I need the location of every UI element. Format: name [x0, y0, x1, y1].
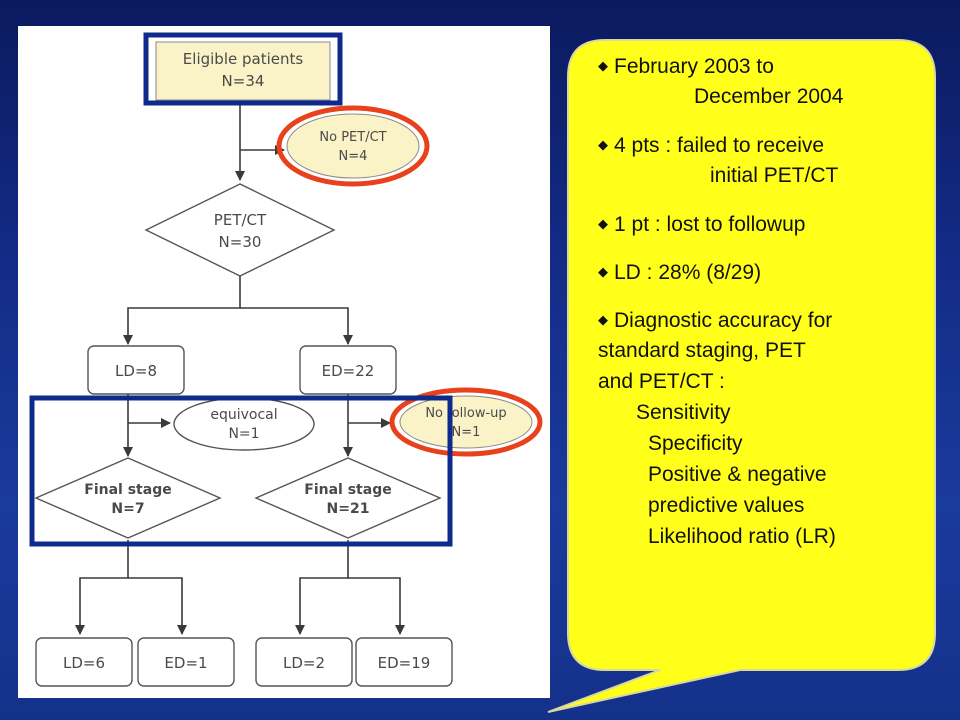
eligible-patients-label: Eligible patients: [183, 50, 304, 68]
petct-label: PET/CT: [214, 211, 267, 229]
outcome-ld-ld-node: [35, 637, 133, 687]
no-followup-red-highlight: [389, 387, 543, 457]
measure-lr: Likelihood ratio (LR): [648, 525, 836, 548]
callout-item-failed: ◆4 pts : failed to receive: [598, 134, 825, 157]
petct-decision: [144, 183, 336, 277]
final-stage-ld-label: Final stage: [84, 482, 171, 498]
bullet-icon: ◆: [598, 216, 608, 231]
outcome-ed-ld-node: [255, 637, 353, 687]
bullet-icon: ◆: [598, 58, 608, 73]
final-stage-ed-decision: [254, 457, 442, 539]
measure-predictive: predictive values: [648, 494, 805, 517]
outcome-ld-ed-node: [137, 637, 235, 687]
no-petct-count: N=4: [339, 149, 368, 164]
eligible-blue-highlight: [143, 32, 343, 106]
callout-item-dates: ◆February 2003 to: [598, 55, 774, 78]
no-followup-label: No follow-up: [425, 406, 506, 421]
eligible-patients-node: [155, 41, 331, 101]
callout-item-accuracy: ◆Diagnostic accuracy for: [598, 309, 833, 332]
final-stage-blue-highlight: [29, 395, 453, 547]
no-petct-label: No PET/CT: [319, 130, 386, 145]
ld-initial-label: LD=8: [115, 362, 157, 380]
measure-specificity: Specificity: [648, 432, 743, 455]
equivocal-node: [173, 397, 315, 451]
measure-sensitivity: Sensitivity: [636, 401, 731, 424]
equivocal-label: equivocal: [210, 407, 277, 423]
equivocal-count: N=1: [228, 426, 259, 442]
no-petct-node: [286, 113, 420, 179]
bullet-icon: ◆: [598, 137, 608, 152]
bullet-icon: ◆: [598, 312, 608, 327]
ed-initial-node: [299, 345, 397, 395]
no-followup-count: N=1: [452, 425, 481, 440]
final-stage-ed-label: Final stage: [304, 482, 391, 498]
final-stage-ld-decision: [34, 457, 222, 539]
eligible-patients-count: N=34: [222, 72, 265, 90]
ld-initial-node: [87, 345, 185, 395]
callout-text: ◆February 2003 to December 2004 ◆4 pts :…: [598, 50, 928, 552]
final-stage-ed-count: N=21: [327, 501, 370, 517]
petct-count: N=30: [219, 233, 262, 251]
callout-item-lost: ◆1 pt : lost to followup: [598, 213, 806, 236]
outcome-ed-ed-node: [355, 637, 453, 687]
callout-bubble: [547, 39, 936, 713]
no-followup-node: [399, 395, 533, 449]
outcome-ed-ld-label: LD=2: [283, 654, 325, 672]
final-stage-ld-count: N=7: [111, 501, 144, 517]
bullet-icon: ◆: [598, 264, 608, 279]
connectors: [75, 104, 405, 635]
outcome-ld-ed-label: ED=1: [164, 654, 207, 672]
outcome-ld-ld-label: LD=6: [63, 654, 105, 672]
outcome-ed-ed-label: ED=19: [378, 654, 431, 672]
measure-pos-neg: Positive & negative: [648, 463, 827, 486]
ed-initial-label: ED=22: [322, 362, 375, 380]
no-petct-red-highlight: [276, 105, 430, 187]
callout-item-ld-rate: ◆LD : 28% (8/29): [598, 261, 762, 284]
